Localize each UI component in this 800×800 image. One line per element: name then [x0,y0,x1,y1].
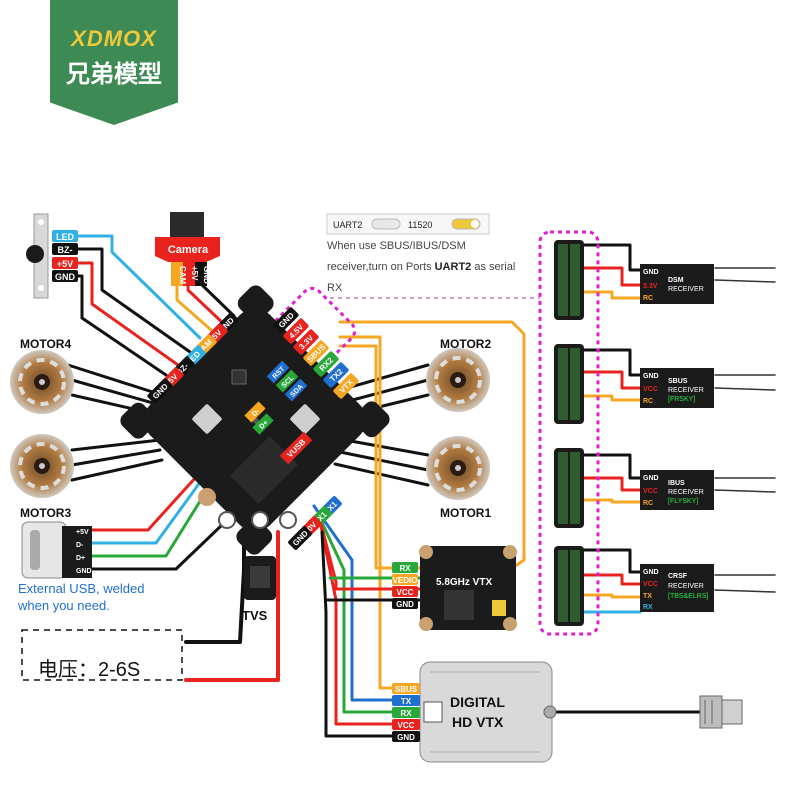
receiver-sbus-pin-gnd: GND [643,373,659,380]
receiver-sbus: SBUS RECEIVER [FRSKY] GND VCC RC [640,368,714,408]
receiver-sbus-pin-vcc: VCC [643,386,658,393]
usb-caption-line1: External USB, welded [18,581,144,596]
receiver-crsf: CRSF RECEIVER [TBS&ELRS] GND VCC TX RX [640,564,714,612]
usb-pin-dplus: D+ [76,555,85,562]
pad-dminus: D- [251,408,262,419]
digital-vtx-pins: SBUS TX RX VCC GND [392,683,420,742]
uart2-baud-value: 11520 [408,220,432,230]
dvtx-pin-rx: RX [400,709,412,718]
analog-vtx-title: 5.8GHz VTX [436,577,492,588]
dvtx-pin-sbus: SBUS [395,685,418,694]
receiver-crsf-pin-rx: RX [643,604,653,611]
dvtx-pin-tx: TX [401,697,412,706]
led-buzzer-module [26,213,49,299]
led-labels: LED BZ- +5V GND [52,230,78,282]
camera-label: Camera [168,244,209,256]
vtx-pin-video: VEDIO [393,576,418,585]
motor1-label: MOTOR1 [440,506,491,520]
buzzer-pin-label: BZ- [58,245,73,255]
usb-board: +5V D- D+ GND [21,521,92,579]
voltage-label: 电压：2-6S [38,658,140,681]
receiver-crsf-pin-gnd: GND [643,569,659,576]
vtx-pin-rx: RX [399,564,411,573]
receiver-port-boards [554,240,584,626]
motor4 [10,350,74,414]
analog-vtx: 5.8GHz VTX [419,545,517,631]
uart2-note-bold: UART2 [434,261,472,273]
tvs-label: TVS [242,608,268,623]
receiver-dsm-pin-rc: RC [643,295,653,302]
camera-pin-5v: +5V [190,266,199,281]
receiver-crsf-pin-tx: TX [643,593,652,600]
receiver-sbus-tag: [FRSKY] [668,396,695,403]
uart2-note: When use SBUS/IBUS/DSM receiver,turn on … [327,236,527,299]
camera-module: Camera CAM +5V GND [155,212,220,286]
receiver-ibus: IBUS RECEIVER [FLYSKY] GND VCC RC [640,470,714,510]
dvtx-pin-vcc: VCC [398,721,415,730]
motor3-label: MOTOR3 [20,506,71,520]
receiver-ibus-pin-rc: RC [643,500,653,507]
voltage-input-box [21,629,183,681]
receiver-sbus-pin-rc: RC [643,398,653,405]
receiver-ibus-pin-vcc: VCC [643,488,658,495]
logo-brand-text: XDMOX [71,26,157,51]
digital-vtx-title-line1: DIGITAL [450,694,505,710]
receiver-dsm-name: DSM [668,277,684,284]
pad-dplus: D+ [258,419,269,430]
uart2-note-tail: as serial RX [327,261,516,294]
receiver-ibus-tag: [FLYSKY] [668,498,698,505]
camera-icon [155,237,220,262]
motor3 [10,434,74,498]
led-5v-label: +5V [57,259,73,269]
camera-pin-gnd: GND [202,266,211,284]
led-gnd-label: GND [55,272,76,282]
motor2 [426,348,490,412]
receiver-dsm-pin-vcc: 3.3V [643,283,658,290]
receiver-sbus-subtitle: RECEIVER [668,387,704,394]
motors [10,348,490,500]
buzzer-icon [26,245,44,263]
motor1 [426,436,490,500]
receiver-crsf-name: CRSF [668,573,688,580]
receiver-ibus-name: IBUS [668,480,685,487]
antenna-icon [699,695,743,729]
vtx-pin-gnd: GND [396,600,414,609]
receiver-dsm-subtitle: RECEIVER [668,286,704,293]
tvs-component: TVS [242,556,276,623]
motor2-label: MOTOR2 [440,337,491,351]
led-pin-label: LED [56,232,75,242]
digital-vtx: DIGITAL HD VTX [419,661,557,763]
uart2-switch-label: UART2 [333,220,362,230]
camera-pin-cam: CAM [178,266,187,285]
uart2-note-text: When use SBUS/IBUS/DSM receiver,turn on … [327,240,466,273]
usb-pin-5v: +5V [76,529,89,536]
receiver-dsm: DSM RECEIVER GND 3.3V RC [640,264,714,304]
analog-vtx-pins: RX VEDIO VCC GND [392,562,418,609]
vtx-pin-vcc: VCC [397,588,414,597]
logo-chinese-text: 兄弟模型 [66,61,162,88]
receivers-highlight [538,230,600,636]
receiver-crsf-pin-vcc: VCC [643,581,658,588]
brand-logo: XDMOX 兄弟模型 [50,0,178,125]
receiver-ibus-subtitle: RECEIVER [668,489,704,496]
receiver-sbus-name: SBUS [668,378,688,385]
usb-pin-gnd: GND [76,568,92,575]
dvtx-pin-gnd: GND [397,733,415,742]
uart2-switch-panel: UART2 11520 [326,213,490,235]
motor4-label: MOTOR4 [20,337,71,351]
receiver-crsf-subtitle: RECEIVER [668,583,704,590]
receiver-dsm-pin-gnd: GND [643,269,659,276]
usb-pin-dminus: D- [76,542,84,549]
receiver-ibus-pin-gnd: GND [643,475,659,482]
digital-vtx-title-line2: HD VTX [452,714,504,730]
receiver-crsf-tag: [TBS&ELRS] [668,593,709,600]
usb-caption-line2: when you need. [17,598,110,613]
